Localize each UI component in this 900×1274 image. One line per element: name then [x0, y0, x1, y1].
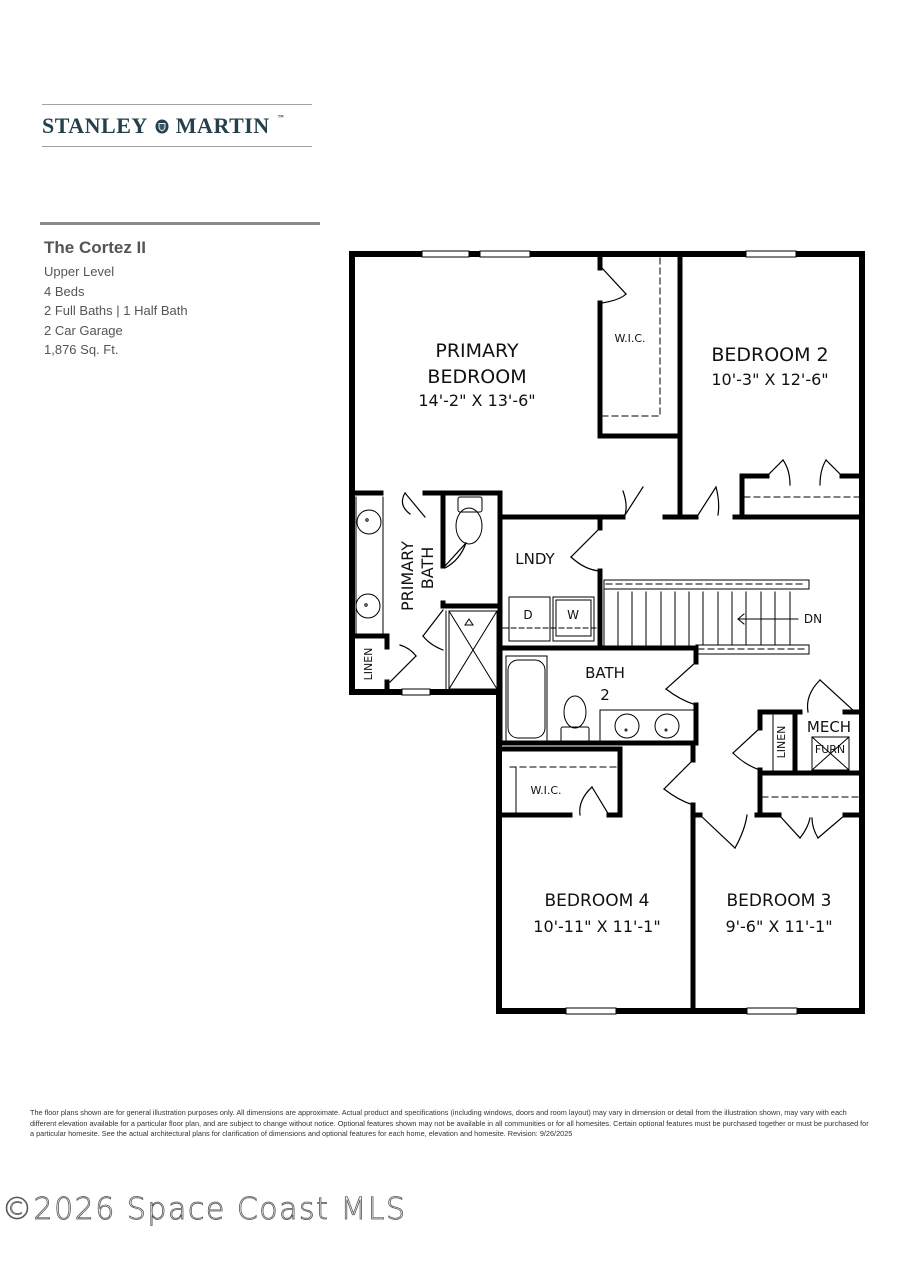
primary-bath-fixtures [355, 496, 498, 690]
plan-beds: 4 Beds [44, 283, 85, 299]
bedroom4-wic-label: W.I.C. [530, 784, 561, 797]
bedroom4-label: BEDROOM 4 [545, 891, 650, 911]
bath2-label-2: 2 [600, 686, 610, 704]
plan-level: Upper Level [44, 264, 115, 279]
dryer-label: D [523, 608, 532, 622]
furnace-label: FURN [815, 743, 845, 756]
primary-bath-label: PRIMARY [398, 541, 417, 611]
plan-info: The Cortez II Upper Level 4 Beds 2 Full … [44, 238, 188, 360]
bedroom4-dims: 10'-11" X 11'-1" [533, 917, 660, 936]
plan-baths: 2 Full Baths | 1 Half Bath [44, 303, 188, 318]
brand-logo: STANLEY MARTIN ™ [42, 104, 314, 148]
bedroom3-label: BEDROOM 3 [727, 891, 832, 911]
mech-label: MECH [807, 718, 851, 736]
brand-name-right: MARTIN [175, 113, 270, 138]
linen-hall-label: LINEN [775, 726, 788, 759]
stairs-down-label: DN [804, 612, 822, 626]
trademark: ™ [277, 115, 285, 121]
windows [401, 250, 798, 1015]
logo-rule-top [42, 104, 312, 105]
info-divider [40, 222, 320, 225]
mls-watermark: ©2026 Space Coast MLS [2, 1192, 407, 1228]
logo-rule-bottom [42, 146, 312, 147]
primary-bedroom-label: PRIMARY [435, 340, 519, 362]
brand-name-left: STANLEY [42, 113, 148, 138]
doors [389, 267, 856, 849]
bath2-label: BATH [585, 664, 625, 682]
bath2-fixtures [505, 655, 694, 744]
plan-garage: 2 Car Garage [44, 322, 123, 338]
stairs [603, 579, 810, 655]
plan-title: The Cortez II [44, 238, 147, 257]
linen-primary-label: LINEN [362, 648, 375, 681]
disclaimer: The floor plans shown are for general il… [30, 1108, 869, 1139]
bedroom2-label: BEDROOM 2 [711, 344, 828, 366]
primary-bedroom-dims: 14'-2" X 13'-6" [418, 391, 535, 410]
bedroom3-dims: 9'-6" X 11'-1" [725, 917, 832, 936]
brand-name: STANLEY MARTIN ™ [42, 113, 284, 139]
mech-fixtures [772, 713, 850, 771]
primary-wic-label: W.I.C. [614, 332, 645, 345]
laundry-fixtures [502, 596, 599, 642]
primary-bath-label-2: BATH [418, 547, 437, 589]
laundry-label: LNDY [515, 550, 555, 568]
closet-shelves [509, 257, 861, 813]
washer-label: W [567, 608, 579, 622]
plan-area: 1,876 Sq. Ft. [44, 342, 119, 357]
shield-icon [155, 119, 169, 133]
primary-bedroom-label-2: BEDROOM [427, 366, 526, 388]
bedroom2-dims: 10'-3" X 12'-6" [711, 370, 828, 389]
interior-walls [349, 251, 865, 1014]
